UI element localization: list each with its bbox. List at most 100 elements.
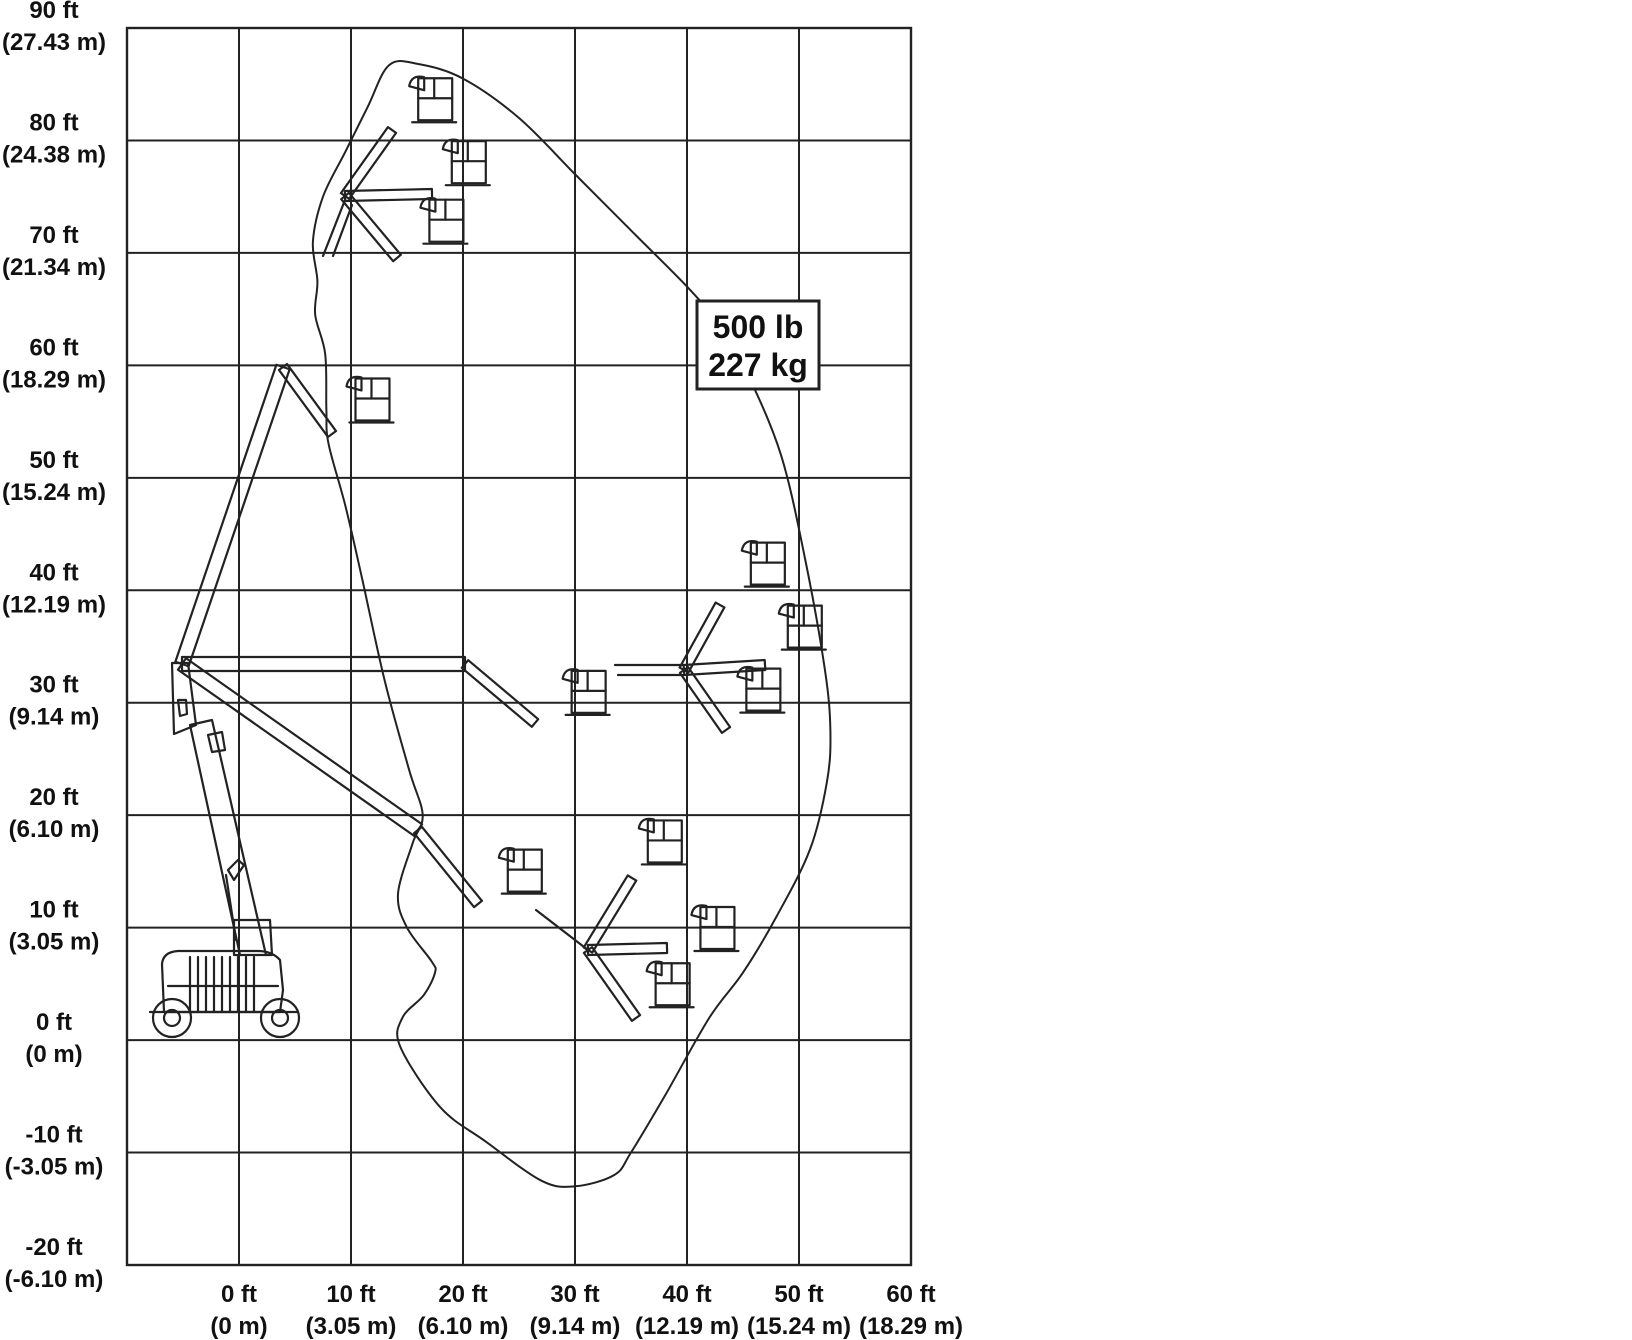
x-tick-label-m: (9.14 m) (530, 1313, 621, 1340)
platform-basket (345, 375, 395, 424)
jib-arm (582, 874, 638, 954)
y-tick-label-ft: 0 ft (36, 1009, 72, 1036)
axis-labels: 0 ft (0 m) 10 ft (3.05 m) 20 ft (6.10 m) 30 ft… (2, 0, 963, 1340)
x-tick-label-ft: 40 ft (662, 1281, 711, 1308)
x-tick-label-m: (6.10 m) (418, 1313, 509, 1340)
control-box (777, 602, 795, 619)
control-box (408, 75, 426, 92)
boom-extension-top-2 (331, 203, 354, 258)
boom-cylinder-mount (226, 858, 246, 882)
y-tick-label-m: (21.34 m) (2, 254, 106, 281)
lift-machine (148, 661, 301, 1039)
boom-extension-low (534, 908, 590, 952)
y-tick-label-m: (12.19 m) (2, 591, 106, 618)
platform-basket (497, 846, 547, 895)
y-tick-label-ft: -10 ft (25, 1122, 82, 1149)
x-tick-label-ft: 50 ft (774, 1281, 823, 1308)
x-tick-label-m: (15.24 m) (747, 1313, 851, 1340)
x-tick-label-ft: 60 ft (886, 1281, 935, 1308)
y-tick-label-m: (18.29 m) (2, 366, 106, 393)
y-tick-label-ft: 60 ft (29, 334, 78, 361)
y-tick-label-m: (3.05 m) (9, 929, 100, 956)
x-tick-label-m: (3.05 m) (306, 1313, 397, 1340)
y-tick-label-ft: 50 ft (29, 447, 78, 474)
envelope-outline (311, 60, 832, 1188)
lift-cylinder (224, 873, 238, 942)
rear-hub (270, 1008, 290, 1028)
riser-link (206, 730, 227, 754)
boom-extension-top (321, 198, 347, 258)
work-envelope (311, 60, 832, 1188)
control-box (637, 817, 655, 834)
y-tick-label-ft: 20 ft (29, 784, 78, 811)
x-tick-label-m: (18.29 m) (859, 1313, 963, 1340)
y-tick-label-ft: 80 ft (29, 109, 78, 136)
y-tick-label-m: (6.10 m) (9, 816, 100, 843)
control-box (690, 904, 708, 921)
front-wheel (151, 997, 193, 1039)
x-tick-label-ft: 0 ft (221, 1281, 257, 1308)
jib-arm (678, 666, 732, 734)
platform-positions (345, 75, 827, 1009)
platform-basket (690, 904, 740, 953)
platform-basket (419, 197, 469, 245)
y-tick-label-ft: 10 ft (29, 897, 78, 924)
y-tick-label-m: (24.38 m) (2, 141, 106, 168)
x-tick-label-ft: 20 ft (438, 1281, 487, 1308)
jib-arm (340, 191, 402, 263)
platform-basket (637, 817, 687, 866)
y-tick-label-m: (9.14 m) (9, 704, 100, 731)
grid (125, 26, 913, 1267)
jib-arm (582, 946, 642, 1022)
plot-frame (125, 26, 913, 1267)
control-box (561, 668, 579, 684)
upper-boom-horizontal (180, 655, 467, 673)
control-box (345, 375, 363, 392)
front-hub (162, 1008, 182, 1028)
y-tick-label-m: (0 m) (25, 1041, 82, 1068)
y-tick-label-m: (-6.10 m) (5, 1266, 104, 1293)
load-kg: 227 kg (708, 347, 808, 383)
lower-boom (188, 718, 268, 957)
boom-positions (174, 126, 767, 1022)
jib-arm (339, 126, 398, 200)
x-tick-label-ft: 30 ft (550, 1281, 599, 1308)
x-tick-label-m: (0 m) (210, 1313, 267, 1340)
jib-arm (460, 659, 540, 728)
control-box (740, 539, 758, 556)
load-capacity-box: 500 lb 227 kg (695, 299, 821, 391)
control-box (497, 846, 515, 863)
jib-arm (413, 825, 483, 909)
control-box (645, 960, 663, 977)
x-tick-label-m: (12.19 m) (635, 1313, 739, 1340)
y-tick-label-ft: 90 ft (29, 0, 78, 24)
y-tick-label-ft: 30 ft (29, 672, 78, 699)
y-tick-label-m: (27.43 m) (2, 29, 106, 56)
y-tick-label-ft: 40 ft (29, 559, 78, 586)
platform-basket (736, 665, 786, 714)
x-tick-label-ft: 10 ft (326, 1281, 375, 1308)
jib-arm (277, 362, 338, 439)
rear-wheel (259, 997, 301, 1039)
platform-basket (561, 668, 611, 716)
y-tick-label-ft: -20 ft (25, 1234, 82, 1261)
control-box (441, 138, 459, 155)
control-box (419, 197, 437, 213)
platform-basket (645, 960, 695, 1009)
jib-arm (586, 941, 669, 957)
y-tick-label-ft: 70 ft (29, 222, 78, 249)
control-box (736, 665, 754, 682)
load-lb: 500 lb (713, 309, 804, 345)
platform-basket (777, 602, 827, 651)
upper-boom-lowered (176, 657, 424, 837)
upper-boom-raised (174, 363, 291, 668)
riser-window (176, 698, 189, 718)
chassis-body (160, 949, 285, 1014)
y-tick-label-m: (15.24 m) (2, 479, 106, 506)
jib-arm (343, 187, 434, 203)
jib-arm (678, 601, 726, 674)
platform-basket (441, 138, 491, 187)
platform-basket (740, 539, 790, 588)
platform-basket (408, 75, 458, 124)
